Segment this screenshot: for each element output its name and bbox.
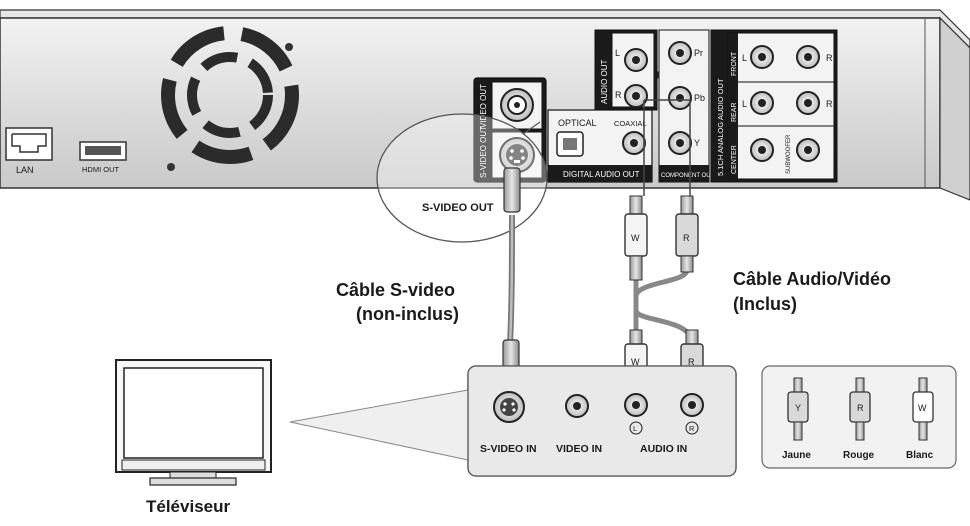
av-cable-sub: (Inclus) (733, 294, 797, 314)
svideo-in-label: S-VIDEO IN (480, 443, 537, 455)
tv-label: Téléviseur (146, 497, 230, 516)
audio-out-r-jack[interactable] (624, 84, 648, 108)
audio-out-label: AUDIO OUT (600, 59, 609, 104)
audio-in-r-jack[interactable] (680, 393, 704, 417)
screw-icon (167, 163, 175, 171)
analog-51-label: 5.1CH ANALOG AUDIO OUT (716, 78, 725, 176)
front-r-label: R (826, 53, 833, 63)
legend-plug-white (912, 377, 934, 441)
lan-port[interactable] (5, 127, 53, 161)
tv-input-panel (289, 365, 737, 477)
svideo-out-jack[interactable] (499, 137, 535, 173)
audio-in-label: AUDIO IN (640, 443, 687, 455)
audio-out-l-label: L (615, 48, 620, 58)
legend-name-white: Blanc (906, 450, 934, 461)
video-out-label: VIDEO OUT (479, 84, 488, 128)
av-plug-red-bottom-label: R (688, 357, 695, 367)
legend-letter-red: R (857, 403, 864, 413)
screw-icon (285, 43, 293, 51)
legend-letter-white: W (918, 403, 927, 413)
front-l-label: L (742, 53, 747, 63)
hdmi-out-label: HDMI OUT (82, 165, 119, 174)
svideo-cable-title: Câble S-video (336, 280, 455, 300)
video-out-jack[interactable] (500, 88, 534, 122)
audio-in-r-label: R (689, 424, 695, 433)
fan-vent-icon (161, 26, 299, 164)
legend-plug-red (849, 377, 871, 441)
svideo-in-jack[interactable] (493, 391, 525, 423)
av-plug-white-top-label: W (631, 233, 640, 243)
svideo-cable-sub: (non-inclus) (356, 304, 459, 324)
av-cable-title: Câble Audio/Vidéo (733, 269, 891, 289)
svideo-cable: ↓ (502, 167, 521, 385)
front-label: FRONT (731, 51, 738, 76)
component-y-jack[interactable] (668, 131, 692, 155)
svideo-out-callout-label: S-VIDEO OUT (422, 202, 494, 214)
component-out-label: COMPONENT OUT (661, 173, 715, 179)
legend-name-red: Rouge (843, 450, 875, 461)
component-y-label: Y (694, 138, 700, 148)
rear-r-jack[interactable] (796, 91, 820, 115)
optical-label: OPTICAL (558, 118, 597, 128)
svideo-out-callout (376, 113, 548, 243)
audio-out-r-label: R (615, 90, 622, 100)
av-plug-white-bottom-label: W (631, 357, 640, 367)
digital-audio-out-label: DIGITAL AUDIO OUT (563, 170, 640, 179)
audio-in-l-label: L (633, 424, 637, 433)
audio-in-l-jack[interactable] (624, 393, 648, 417)
av-plug-white-top (624, 195, 648, 281)
subwoofer-label: SUBWOOFER (786, 134, 792, 174)
svideo-out-side-label: S-VIDEO OUT (479, 126, 488, 178)
legend-plug-yellow (787, 377, 809, 441)
legend-name-yellow: Jaune (782, 450, 811, 461)
audio-out-l-jack[interactable] (624, 48, 648, 72)
coaxial-jack[interactable] (622, 131, 646, 155)
lan-label: LAN (16, 165, 34, 175)
tv-icon (115, 359, 272, 486)
video-in-label: VIDEO IN (556, 443, 602, 455)
component-pr-label: Pr (694, 48, 703, 58)
coaxial-label: COAXIAL (614, 119, 647, 128)
component-pb-label: Pb (694, 93, 705, 103)
center-label: CENTER (731, 145, 738, 174)
subwoofer-jack[interactable] (796, 138, 820, 162)
av-plug-red-top (675, 195, 699, 273)
rear-label: REAR (731, 103, 738, 122)
rear-l-label: L (742, 99, 747, 109)
legend-letter-yellow: Y (795, 403, 801, 413)
rear-r-label: R (826, 99, 833, 109)
front-r-jack[interactable] (796, 45, 820, 69)
component-pr-jack[interactable] (668, 41, 692, 65)
hdmi-port[interactable] (79, 141, 127, 161)
center-jack[interactable] (750, 138, 774, 162)
video-in-jack[interactable] (565, 394, 589, 418)
optical-port[interactable] (556, 131, 584, 157)
front-l-jack[interactable] (750, 45, 774, 69)
av-plug-red-top-label: R (683, 233, 690, 243)
rear-l-jack[interactable] (750, 91, 774, 115)
component-pb-jack[interactable] (668, 86, 692, 110)
